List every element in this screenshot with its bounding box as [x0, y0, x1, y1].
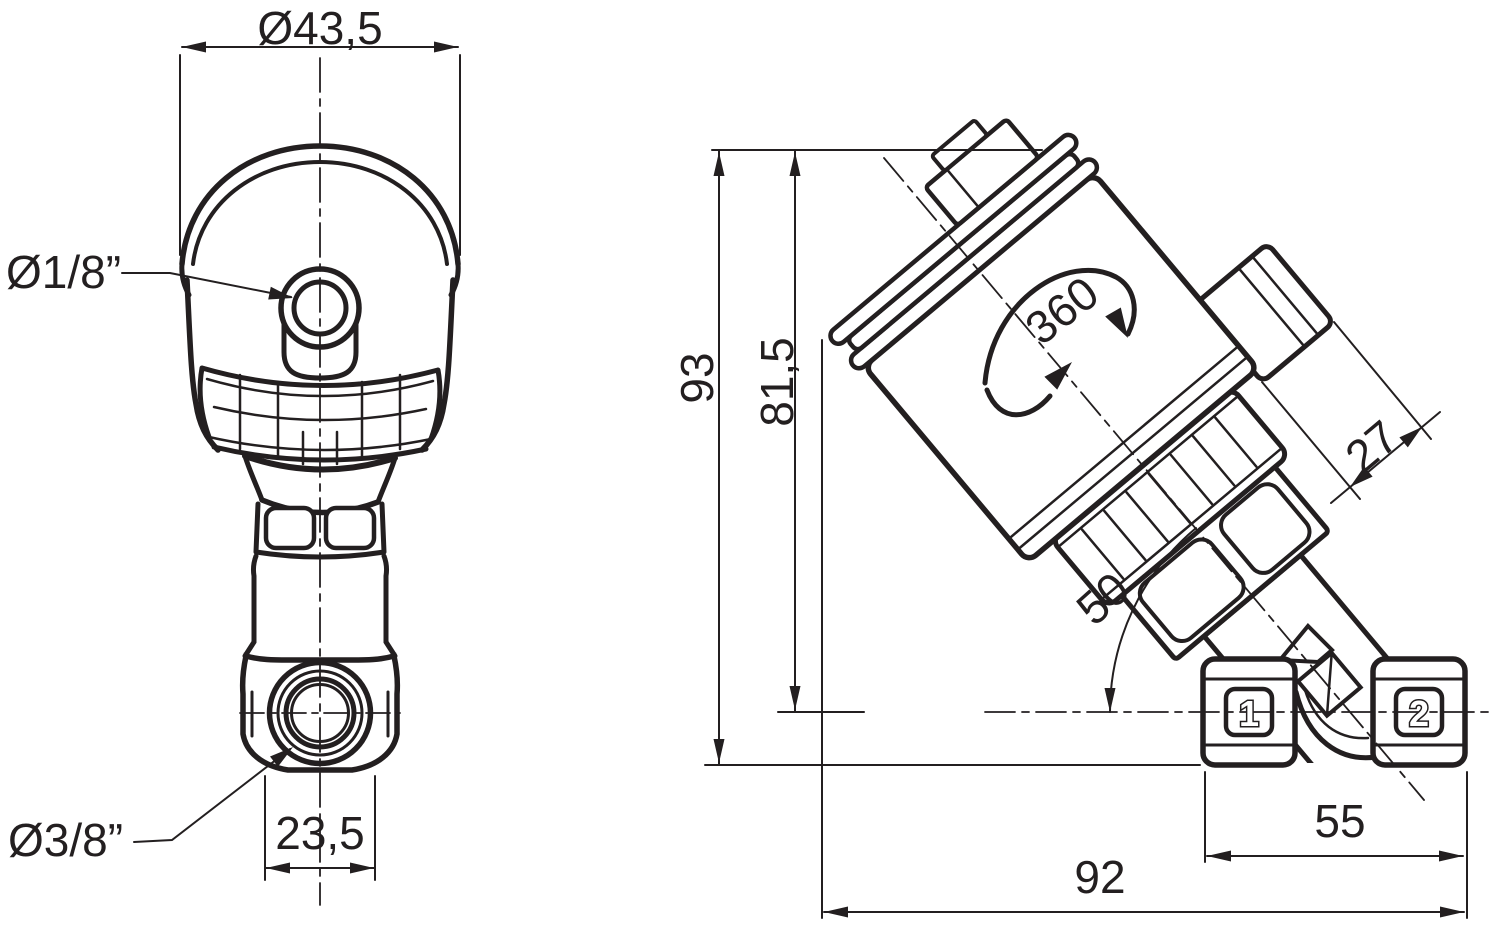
body-bottom-arc-inner	[1303, 688, 1370, 740]
pilot-boss-lines	[1237, 255, 1320, 348]
rotation-arc-bottom	[984, 387, 1053, 418]
actuator-dome-inner	[191, 159, 449, 266]
dim-overall-length-label: 92	[1074, 851, 1125, 903]
dim-across-flats-label: 27	[1335, 410, 1408, 483]
dim-27-arrows	[1350, 427, 1422, 487]
dim-50-arc	[1109, 527, 1197, 713]
hex-facet-side-left	[1137, 537, 1246, 644]
dim-43-extensions	[179, 54, 461, 256]
pilot-leader-arrow	[268, 286, 293, 300]
ring-nut-ribs	[238, 373, 402, 466]
ring-nut-side-ribs	[1080, 416, 1258, 580]
rotation-arc-top	[982, 267, 1137, 386]
dim-port-width-label: 23,5	[275, 807, 365, 859]
dim-axis-height-label: 81,5	[751, 337, 803, 427]
dimensions	[121, 41, 1468, 919]
hex-facet-left	[263, 505, 317, 551]
outlet-leader-arrow	[270, 747, 293, 767]
hex-nut-front	[253, 501, 387, 560]
dim-port-length-label: 55	[1314, 795, 1365, 847]
bonnet-sides	[242, 453, 398, 505]
outlet-leader	[133, 748, 291, 843]
side-view	[828, 118, 1489, 801]
outlet-port-label: Ø3/8”	[8, 814, 123, 866]
body-bottom-arc	[1293, 689, 1379, 761]
port2-nut-facets	[1371, 677, 1467, 747]
dim-235-extensions	[264, 775, 376, 881]
dim-50-arrow	[1104, 688, 1116, 712]
hex-facet-side-right	[1219, 482, 1312, 575]
connector-block-divider	[945, 167, 981, 209]
rotation-symbol	[982, 267, 1137, 418]
port1-number: 1	[1239, 693, 1259, 734]
hex-facet-right	[323, 505, 377, 551]
dim-235-arrows	[266, 862, 374, 874]
pilot-leader	[121, 272, 292, 298]
dim-top-diameter-label: Ø43,5	[257, 2, 382, 54]
rotation-arrowheads	[1044, 307, 1128, 390]
dim-27-extensions	[1261, 321, 1432, 500]
pilot-port-label: Ø1/8”	[6, 246, 121, 298]
dim-overall-height-label: 93	[671, 352, 723, 403]
port1-nut-facets	[1201, 677, 1297, 747]
valve-axis-centerline	[883, 157, 1425, 801]
body-tube-front	[242, 553, 398, 659]
dim-55-extensions	[1204, 771, 1468, 919]
connector-nub	[930, 119, 989, 172]
body-corner-wedge	[1275, 623, 1335, 665]
front-view	[179, 57, 461, 906]
stem-collar-line	[1325, 651, 1333, 717]
outlet-nut-tabs	[250, 690, 390, 738]
port2-number: 2	[1409, 693, 1429, 734]
